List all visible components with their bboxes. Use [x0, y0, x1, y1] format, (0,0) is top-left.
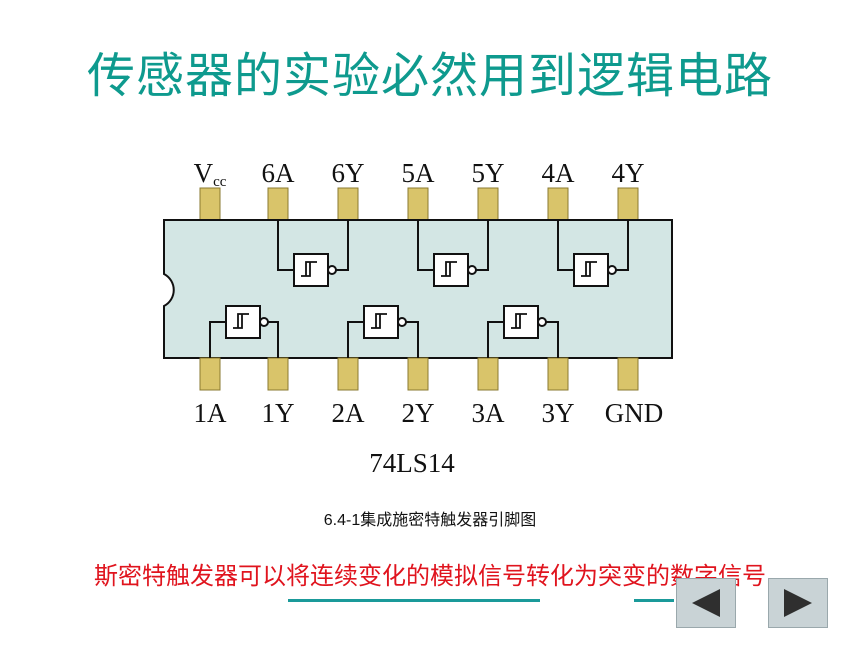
chip-name-label: 74LS14 — [369, 448, 455, 478]
pin-8 — [617, 187, 639, 221]
gate-4 — [557, 220, 629, 287]
divider-line-left — [288, 599, 540, 602]
pin-2 — [267, 357, 289, 391]
pin-14 — [199, 187, 221, 221]
pin-label-6a: 6A — [262, 158, 296, 188]
pin-9 — [547, 187, 569, 221]
pin-1 — [199, 357, 221, 391]
gate-1 — [209, 305, 279, 358]
triangle-left-icon — [692, 589, 720, 617]
next-slide-button[interactable] — [768, 578, 828, 628]
gate-6 — [277, 220, 349, 287]
gate-2 — [347, 305, 419, 358]
gate-3 — [487, 305, 559, 358]
ic-pinout-diagram: Vcc 6A 6Y 5A 5Y 4A 4Y — [163, 158, 673, 478]
pin-13 — [267, 187, 289, 221]
pin-label-3y: 3Y — [542, 398, 575, 428]
pin-5 — [477, 357, 499, 391]
pin-3 — [337, 357, 359, 391]
pin-10 — [477, 187, 499, 221]
prev-slide-button[interactable] — [676, 578, 736, 628]
divider-line-right — [634, 599, 674, 602]
gate-5 — [417, 220, 489, 287]
pin-label-1a: 1A — [194, 398, 228, 428]
pin-label-4a: 4A — [542, 158, 576, 188]
pin-label-2a: 2A — [332, 398, 366, 428]
pin-label-5y: 5Y — [472, 158, 505, 188]
pin-4 — [407, 357, 429, 391]
pin-label-1y: 1Y — [262, 398, 295, 428]
triangle-right-icon — [784, 589, 812, 617]
pin-label-5a: 5A — [402, 158, 436, 188]
pin-label-vcc: Vcc — [194, 158, 227, 190]
pin-label-6y: 6Y — [332, 158, 365, 188]
pin-6 — [547, 357, 569, 391]
pin-12 — [337, 187, 359, 221]
key-statement: 斯密特触发器可以将连续变化的模拟信号转化为突变的数字信号 — [94, 562, 766, 590]
pin-label-4y: 4Y — [612, 158, 645, 188]
pin-7 — [617, 357, 639, 391]
pin-label-2y: 2Y — [402, 398, 435, 428]
slide-title: 传感器的实验必然用到逻辑电路 — [86, 48, 773, 104]
pin-11 — [407, 187, 429, 221]
figure-caption: 6.4-1集成施密特触发器引脚图 — [323, 512, 537, 529]
pin-label-gnd: GND — [605, 398, 664, 428]
pin-label-3a: 3A — [472, 398, 506, 428]
